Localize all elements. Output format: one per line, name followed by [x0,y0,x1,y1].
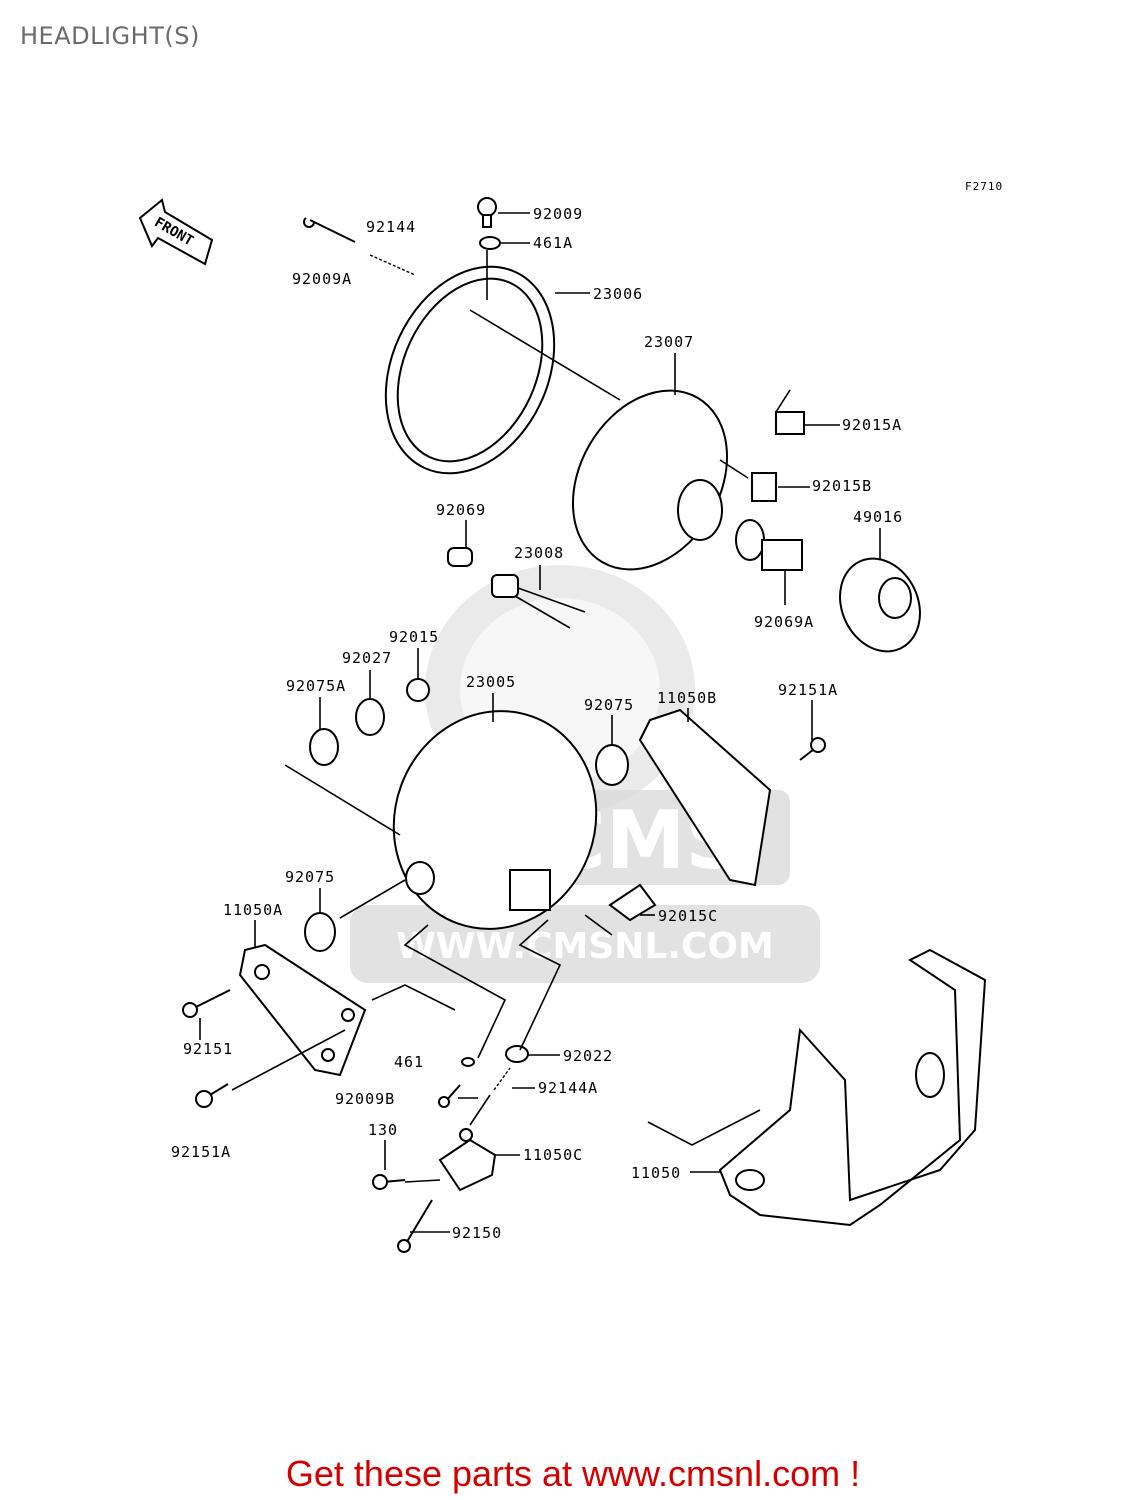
part-label: 11050 [631,1164,681,1182]
leader-lines [199,212,881,1233]
part-label: 92015A [842,416,902,434]
part-label: 92015C [658,907,718,925]
part-label: 130 [368,1121,398,1139]
part-label: 92009B [335,1090,395,1108]
part-label: 92015 [389,628,439,646]
part-label: 23006 [593,285,643,303]
part-label: 461A [533,234,573,252]
front-arrow-icon: FRONT [138,198,214,266]
part-label: 92144A [538,1079,598,1097]
part-label: 92027 [342,649,392,667]
part-label: 92009 [533,205,583,223]
figure-code: F2710 [965,180,1003,193]
part-label: 92151A [171,1143,231,1161]
part-label: 92022 [563,1047,613,1065]
part-label: 11050B [657,689,717,707]
part-label: 11050A [223,901,283,919]
part-label: 11050C [523,1146,583,1164]
part-label: 92150 [452,1224,502,1242]
part-label: 92144 [366,218,416,236]
part-drawings [182,197,987,1253]
part-label: 92015B [812,477,872,495]
page-title: HEADLIGHT(S) [20,22,200,50]
exploded-parts-diagram: CMS WWW.CMSNL.COM F2710 FRONT [138,180,1003,1253]
part-label: 92075A [286,677,346,695]
part-label: 49016 [853,508,903,526]
part-label: 92151A [778,681,838,699]
watermark-text: WWW.CMSNL.COM [396,926,774,967]
part-label: 92069A [754,613,814,631]
part-label: 92075 [584,696,634,714]
part-labels: 92009 461A 92144 92009A 23006 23007 9201… [171,205,903,1242]
part-label: 92009A [292,270,352,288]
footer-link[interactable]: Get these parts at www.cmsnl.com ! [285,1453,861,1494]
part-label: 23008 [514,544,564,562]
part-label: 23007 [644,333,694,351]
part-label: 92151 [183,1040,233,1058]
part-label: 461 [394,1053,424,1071]
part-label: 92075 [285,868,335,886]
part-label: 92069 [436,501,486,519]
part-label: 23005 [466,673,516,691]
